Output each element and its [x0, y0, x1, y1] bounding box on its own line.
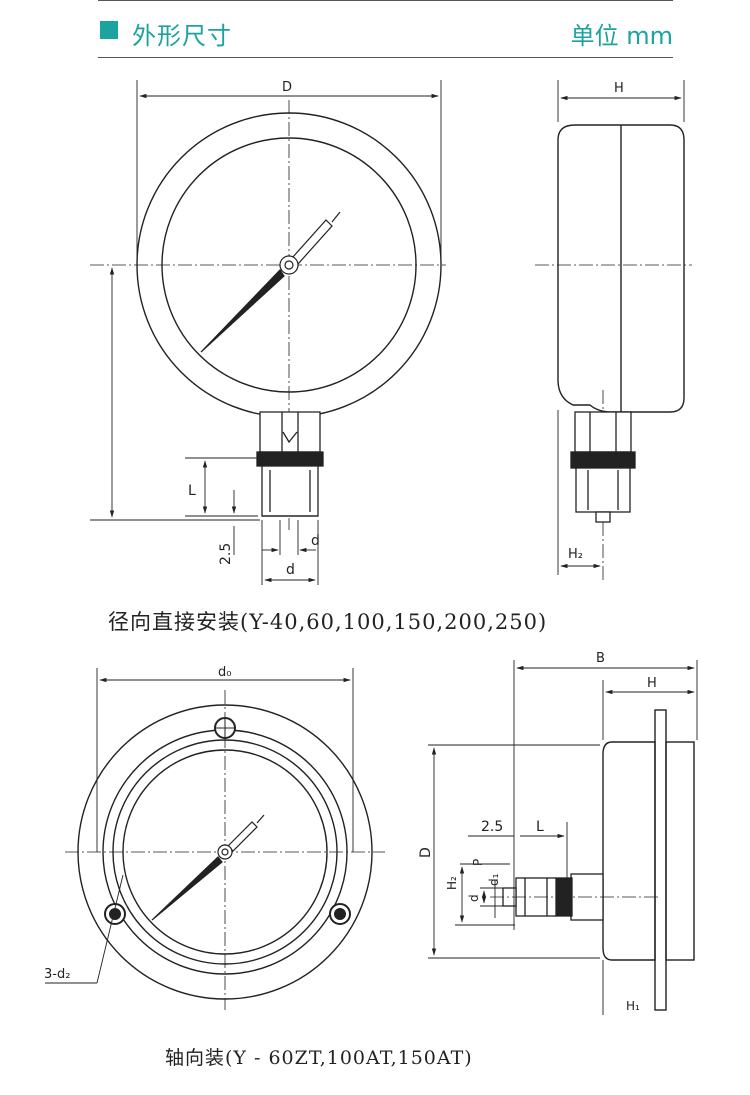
- label-H-side: H: [614, 81, 624, 96]
- label-d-axial: d: [467, 894, 481, 902]
- label-d1: d₁: [487, 873, 501, 886]
- label-2-5: 2.5: [218, 543, 234, 565]
- label-P: P: [471, 859, 485, 866]
- label-d0: d₀: [218, 665, 231, 680]
- label-H1: H₁: [626, 999, 640, 1013]
- side-case: [557, 124, 685, 413]
- radial-side-view: [535, 80, 692, 580]
- flange-plate: [654, 709, 667, 1011]
- axial-pointer: [151, 814, 265, 921]
- side-socket: [570, 411, 636, 523]
- label-L: L: [188, 483, 196, 499]
- label-L-axial: L: [536, 819, 544, 835]
- label-d-small: d: [311, 533, 320, 549]
- label-B: B: [596, 651, 605, 666]
- mount-holes: [104, 717, 351, 925]
- caption-radial: 径向直接安装(Y-40,60,100,150,200,250): [108, 610, 548, 634]
- header-bottom-rule: [98, 57, 673, 58]
- axial-case: [602, 741, 656, 961]
- label-H-axial: H: [647, 676, 657, 691]
- socket: [256, 411, 324, 517]
- label-2-5-axial: 2.5: [481, 819, 503, 835]
- label-3-d2: 3-d₂: [44, 967, 70, 982]
- unit-label: 单位 mm: [570, 22, 673, 50]
- label-H2-axial: H₂: [445, 876, 459, 890]
- caption-axial: 轴向装(Y - 60ZT,100AT,150AT): [165, 1047, 473, 1069]
- label-d-large: d: [286, 562, 295, 578]
- label-D-axial: D: [418, 847, 434, 858]
- section-title: 外形尺寸: [132, 22, 232, 50]
- pointer: [200, 211, 341, 353]
- axial-side-view: [428, 660, 698, 1015]
- axial-front-view: [45, 668, 385, 1010]
- rear-cover: [665, 741, 695, 961]
- label-H2-side: H₂: [568, 547, 583, 562]
- radial-front-view: [90, 80, 446, 585]
- header-square-icon: [100, 21, 118, 39]
- header-top-rule: [98, 0, 673, 1]
- label-D: D: [282, 80, 292, 95]
